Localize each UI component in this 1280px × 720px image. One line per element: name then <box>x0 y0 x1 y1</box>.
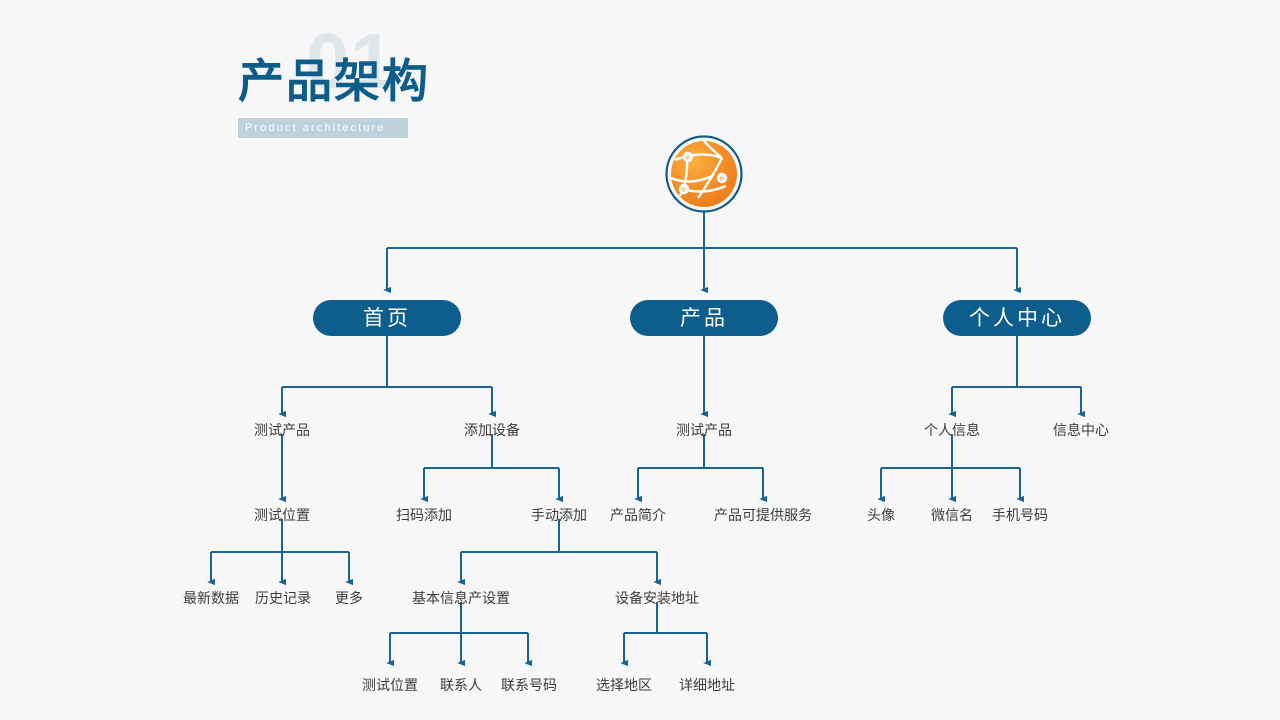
node-scan-add[interactable]: 扫码添加 <box>396 507 452 523</box>
node-manual-add[interactable]: 手动添加 <box>531 507 587 523</box>
node-product-intro[interactable]: 产品简介 <box>610 507 666 523</box>
title-block: 01 产品架构 Product architecture <box>238 22 458 140</box>
node-product-test-product[interactable]: 测试产品 <box>676 422 732 438</box>
node-latest-data[interactable]: 最新数据 <box>183 590 239 606</box>
node-more[interactable]: 更多 <box>335 590 363 606</box>
node-pc-personal-info[interactable]: 个人信息 <box>924 422 980 438</box>
ghost-number: 01 <box>306 17 395 105</box>
node-wechat-name[interactable]: 微信名 <box>931 507 973 523</box>
svg-text:e: e <box>686 153 690 162</box>
node-basic-info-settings[interactable]: 基本信息产设置 <box>412 590 510 606</box>
node-detail-address[interactable]: 详细地址 <box>679 677 735 693</box>
node-home-test-product[interactable]: 测试产品 <box>254 422 310 438</box>
node-pc-info-center[interactable]: 信息中心 <box>1053 422 1109 438</box>
node-product-label: 产品 <box>680 307 728 330</box>
level4-nodes: 最新数据 历史记录 更多 基本信息产设置 设备安装地址 <box>183 590 699 606</box>
node-home-label: 首页 <box>363 307 411 330</box>
page-title: 产品架构 <box>238 55 430 107</box>
page-subtitle: Product architecture <box>245 122 386 134</box>
node-device-install-address[interactable]: 设备安装地址 <box>615 590 699 606</box>
node-history-record[interactable]: 历史记录 <box>255 590 311 606</box>
node-test-position[interactable]: 测试位置 <box>254 507 310 523</box>
node-contact-number[interactable]: 联系号码 <box>501 677 557 693</box>
node-phone-number[interactable]: 手机号码 <box>992 507 1048 523</box>
level3-nodes: 测试位置 扫码添加 手动添加 产品简介 产品可提供服务 头像 微信名 手机号码 <box>254 507 1048 523</box>
node-product-services[interactable]: 产品可提供服务 <box>714 507 812 523</box>
subtitle-bar <box>238 118 408 138</box>
level1-nodes: 首页 产品 个人中心 <box>313 300 1091 336</box>
node-contact-person[interactable]: 联系人 <box>440 677 482 693</box>
node-personal-center-label: 个人中心 <box>969 307 1065 330</box>
svg-text:e: e <box>682 185 686 194</box>
node-personal-center[interactable]: 个人中心 <box>943 300 1091 336</box>
node-home[interactable]: 首页 <box>313 300 461 336</box>
connector-lines <box>207 212 1086 667</box>
node-home-add-device[interactable]: 添加设备 <box>464 422 520 438</box>
node-test-position-2[interactable]: 测试位置 <box>362 677 418 693</box>
level5-nodes: 测试位置 联系人 联系号码 选择地区 详细地址 <box>362 677 735 693</box>
level2-nodes: 测试产品 添加设备 测试产品 个人信息 信息中心 <box>254 422 1109 438</box>
node-product[interactable]: 产品 <box>630 300 778 336</box>
network-globe-icon: e e e <box>665 135 743 213</box>
node-avatar[interactable]: 头像 <box>867 507 895 523</box>
svg-text:e: e <box>720 174 724 183</box>
node-select-region[interactable]: 选择地区 <box>596 677 652 693</box>
